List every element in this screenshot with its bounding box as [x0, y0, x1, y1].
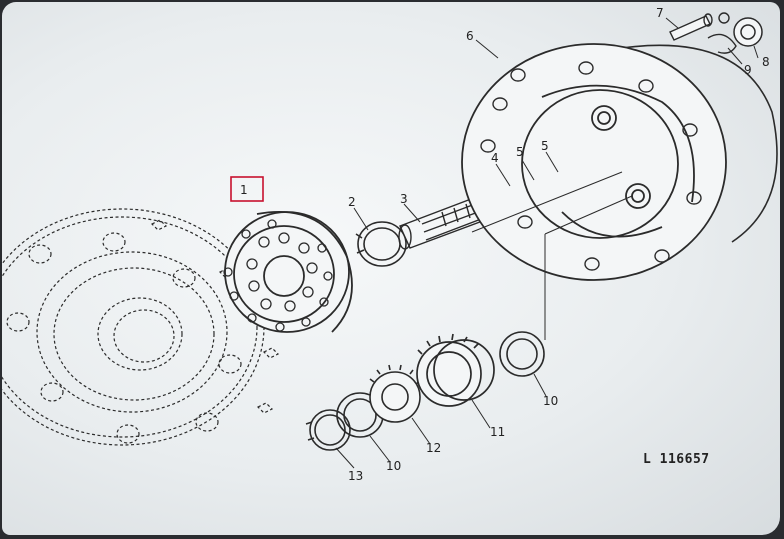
- callout-5a: 5: [516, 145, 524, 159]
- callout-1-box: [230, 176, 264, 202]
- reference-number: L 116657: [643, 452, 710, 467]
- part-6-housing: [461, 43, 778, 281]
- callout-1: 1: [240, 183, 248, 197]
- callout-2: 2: [348, 195, 356, 209]
- callout-9: 9: [744, 63, 752, 77]
- part-10-thrust-washer-upper: [499, 331, 545, 377]
- part-11-planet-gear: [416, 333, 495, 407]
- part-13-snap-ring: [305, 409, 351, 451]
- callout-3: 3: [400, 192, 408, 206]
- callout-10a: 10: [543, 394, 558, 408]
- callout-13: 13: [348, 469, 363, 483]
- part-8-bearing: [733, 17, 763, 47]
- callout-4: 4: [491, 151, 499, 165]
- callout-12: 12: [426, 441, 441, 455]
- part-9-washer: [707, 12, 737, 54]
- callout-11: 11: [490, 425, 505, 439]
- callout-7: 7: [656, 6, 664, 20]
- leader-lines: [335, 17, 759, 469]
- part-12-planet-gear-small: [369, 364, 421, 423]
- callout-labels: 1 2 3 4 5 5 6 7 8 9 10 10 11 12 13: [240, 6, 770, 483]
- callout-5b: 5: [541, 139, 549, 153]
- part-2-snap-ring: [355, 221, 407, 267]
- part-1-carrier: [223, 210, 353, 333]
- callout-6: 6: [466, 29, 474, 43]
- part-7-bolt: [669, 13, 713, 41]
- callout-8: 8: [762, 55, 770, 69]
- callout-10b: 10: [386, 459, 401, 473]
